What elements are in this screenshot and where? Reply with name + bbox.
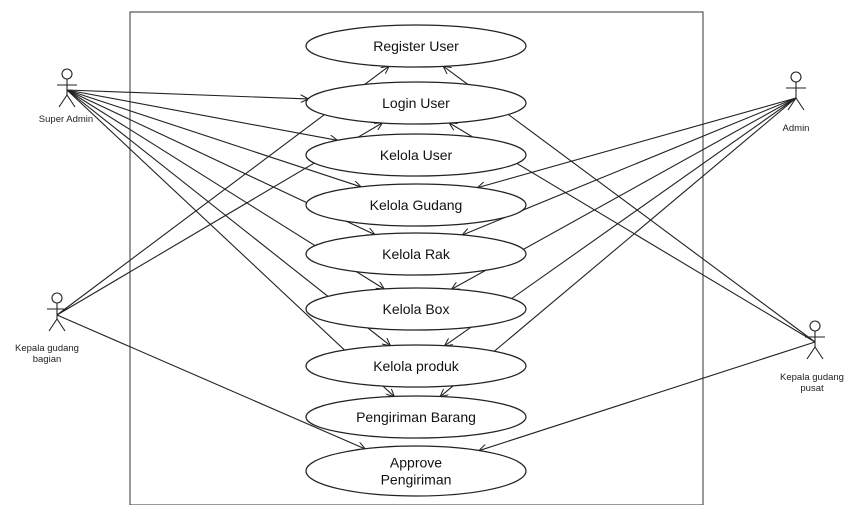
stick-figure-icon: [805, 320, 825, 360]
use-case-kelola-box: Kelola Box: [305, 287, 527, 331]
use-case-ellipse: [305, 395, 527, 439]
actor-label: Kepala gudang: [15, 343, 79, 354]
use-case-ellipse: [305, 81, 527, 125]
use-case-label: Register User: [373, 38, 459, 54]
use-case-kelola-gudang: Kelola Gudang: [305, 183, 527, 227]
use-case-label: Kelola Rak: [382, 246, 451, 262]
use-case-pengiriman-barang: Pengiriman Barang: [305, 395, 527, 439]
use-case-login-user: Login User: [305, 81, 527, 125]
association-super_admin-login_user: [66, 89, 308, 99]
association-kepala_bagian-approve_pengiriman: [56, 314, 365, 449]
association-admin-pengiriman_barang: [440, 97, 797, 397]
use-case-register-user: Register User: [305, 24, 527, 68]
use-case-label: Kelola Gudang: [370, 197, 463, 213]
use-case-label: Login User: [382, 95, 450, 111]
use-case-ellipse: [305, 24, 527, 68]
use-case-label: Pengiriman: [381, 472, 452, 488]
association-super_admin-pengiriman_barang: [66, 89, 394, 396]
actor-label: pusat: [800, 383, 824, 394]
use-case-ellipse: [305, 344, 527, 388]
use-case-ellipse: [305, 232, 527, 276]
stick-figure-icon: [786, 71, 806, 111]
use-case-label: Pengiriman Barang: [356, 409, 476, 425]
actor-super-admin: Super Admin: [39, 68, 93, 125]
use-case-kelola-user: Kelola User: [305, 133, 527, 177]
association-super_admin-kelola_user: [66, 89, 337, 140]
association-super_admin-kelola_gudang: [66, 89, 361, 187]
use-case-ellipse: [305, 287, 527, 331]
use-case-label: Kelola produk: [373, 358, 460, 374]
use-case-kelola-rak: Kelola Rak: [305, 232, 527, 276]
use-case-label: Approve: [390, 455, 442, 471]
actor-label: Admin: [783, 123, 810, 134]
actor-label: Kepala gudang: [780, 372, 844, 383]
use-case-label: Kelola Box: [383, 301, 450, 317]
use-case-label: Kelola User: [380, 147, 453, 163]
stick-figure-icon: [57, 68, 77, 108]
use-case-kelola-produk: Kelola produk: [305, 344, 527, 388]
association-kepala_pusat-approve_pengiriman: [479, 341, 816, 451]
use-case-ellipse: [305, 133, 527, 177]
actor-label: Super Admin: [39, 114, 93, 125]
actor-label: bagian: [33, 354, 62, 365]
use-case-ellipse: [305, 183, 527, 227]
association-admin-kelola_gudang: [478, 97, 797, 188]
actor-admin: Admin: [783, 71, 810, 134]
use-case-ellipse: [305, 445, 527, 497]
stick-figure-icon: [47, 292, 67, 332]
